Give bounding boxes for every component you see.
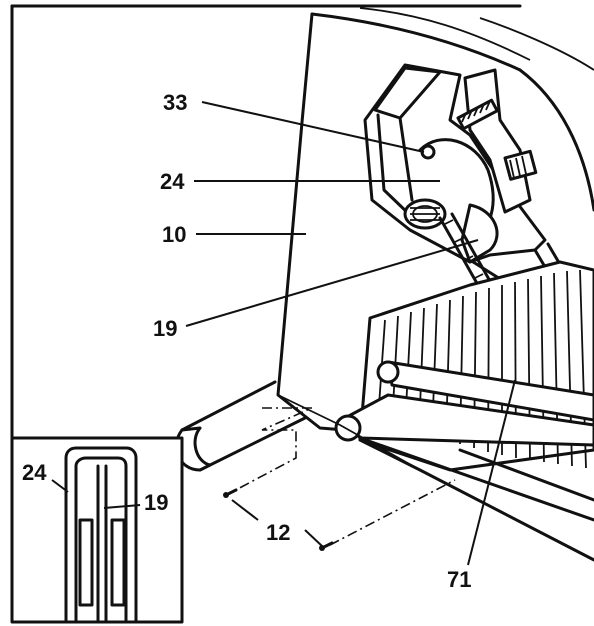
callout-71: 71 bbox=[447, 567, 471, 592]
inset-callout-24: 24 bbox=[22, 460, 47, 485]
callout-12: 12 bbox=[266, 520, 290, 545]
callout-10: 10 bbox=[162, 222, 186, 247]
screw-left bbox=[223, 488, 238, 498]
screw-guide-lines bbox=[223, 407, 456, 551]
callout-33: 33 bbox=[163, 90, 187, 115]
inset-detail bbox=[10, 436, 184, 624]
screw-right bbox=[319, 541, 334, 551]
leader-lines bbox=[185, 101, 516, 566]
carriage-rails bbox=[334, 360, 594, 522]
callout-19: 19 bbox=[153, 316, 177, 341]
callout-24: 24 bbox=[160, 169, 185, 194]
inset-callout-19: 19 bbox=[144, 490, 168, 515]
